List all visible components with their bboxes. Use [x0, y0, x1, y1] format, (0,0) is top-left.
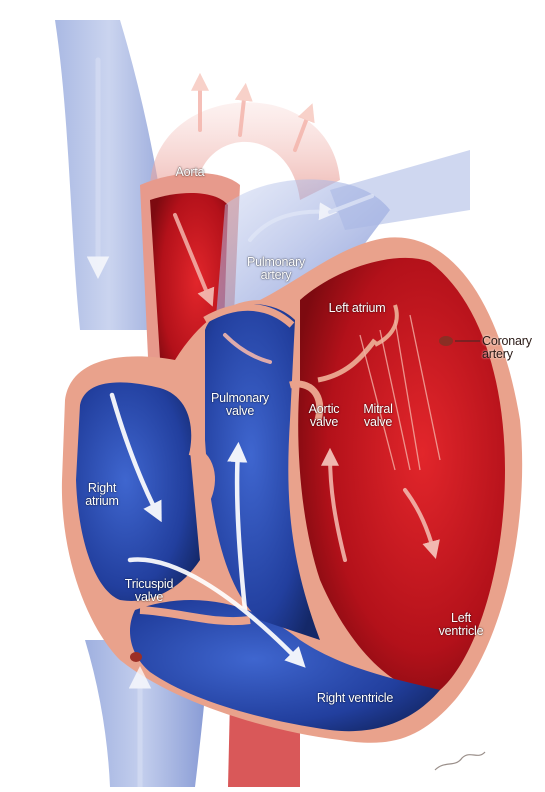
- label-left-atrium: Left atrium: [318, 302, 396, 315]
- label-aortic-valve: Aortic valve: [300, 403, 348, 429]
- label-right-ventricle: Right ventricle: [300, 692, 410, 705]
- label-left-ventricle: Left ventricle: [426, 612, 496, 638]
- label-aorta: Aorta: [160, 166, 220, 179]
- artist-signature: [435, 752, 485, 770]
- label-mitral-valve: Mitral valve: [352, 403, 404, 429]
- label-coronary-artery: Coronary artery: [482, 335, 544, 361]
- label-pulmonary-artery: Pulmonary artery: [236, 256, 316, 282]
- coronary-artery-vessel: [439, 336, 453, 346]
- label-pulmonary-valve: Pulmonary valve: [200, 392, 280, 418]
- label-right-atrium: Right atrium: [74, 482, 130, 508]
- label-tricuspid-valve: Tricuspid valve: [115, 578, 183, 604]
